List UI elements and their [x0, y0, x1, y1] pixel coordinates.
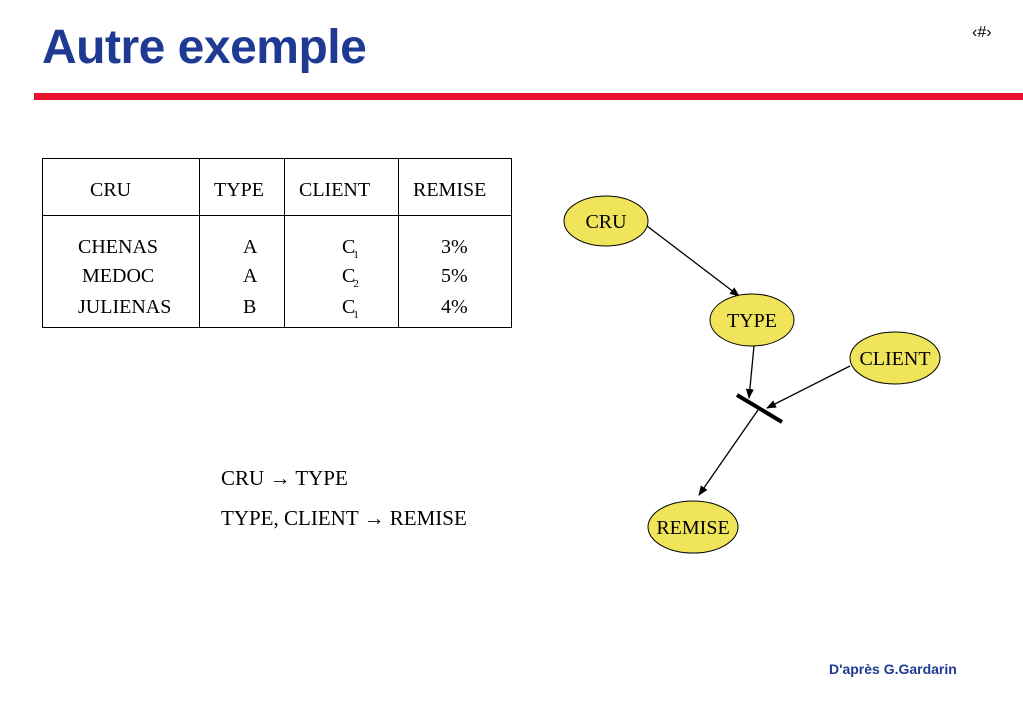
table-cell-cru: CHENAS	[78, 236, 159, 258]
table-cell-remise: 5%	[441, 265, 468, 287]
column-header-cru: CRU	[90, 179, 132, 201]
arrow-icon: →	[363, 506, 385, 530]
node-remise: REMISE	[647, 500, 739, 554]
edge-junction-remise	[698, 409, 759, 496]
edge-type-junction	[745, 345, 755, 399]
column-divider	[398, 159, 399, 327]
table-cell-type: B	[243, 296, 257, 318]
header-divider	[43, 215, 511, 216]
table-cell-remise: 3%	[441, 236, 468, 258]
node-label-cru: CRU	[585, 211, 627, 233]
junction-bar	[735, 393, 784, 424]
table-cell-client: C1	[342, 236, 359, 261]
column-header-remise: REMISE	[413, 179, 487, 201]
title-divider	[34, 93, 1023, 100]
table-cell-cru: MEDOC	[82, 265, 155, 287]
table-cell-type: A	[243, 236, 258, 258]
arrow-icon: →	[269, 466, 291, 490]
table-cell-client: C1	[342, 296, 359, 321]
node-label-remise: REMISE	[656, 517, 729, 539]
table-cell-remise: 4%	[441, 296, 468, 318]
column-header-type: TYPE	[214, 179, 264, 201]
dependency-2: TYPE, CLIENT → REMISE	[221, 506, 467, 530]
table-cell-cru: JULIENAS	[78, 296, 172, 318]
relation-table: CRU TYPE CLIENT REMISE CHENAS A C1 3% ME…	[42, 158, 512, 328]
node-client: CLIENT	[849, 331, 941, 385]
edge-client-junction	[766, 365, 851, 409]
column-divider	[199, 159, 200, 327]
node-cru: CRU	[563, 195, 649, 247]
node-type: TYPE	[709, 293, 795, 347]
table-cell-type: A	[243, 265, 258, 287]
footer-credit: D'après G.Gardarin	[829, 661, 957, 677]
table-cell-client: C2	[342, 265, 359, 290]
column-header-client: CLIENT	[299, 179, 371, 201]
node-label-client: CLIENT	[859, 348, 930, 370]
column-divider	[284, 159, 285, 327]
node-label-type: TYPE	[727, 310, 777, 332]
dependency-1: CRU → TYPE	[221, 466, 348, 490]
page-title: Autre exemple	[42, 21, 367, 74]
slide-number: ‹#›	[972, 24, 992, 41]
edge-cru-type	[646, 225, 740, 297]
